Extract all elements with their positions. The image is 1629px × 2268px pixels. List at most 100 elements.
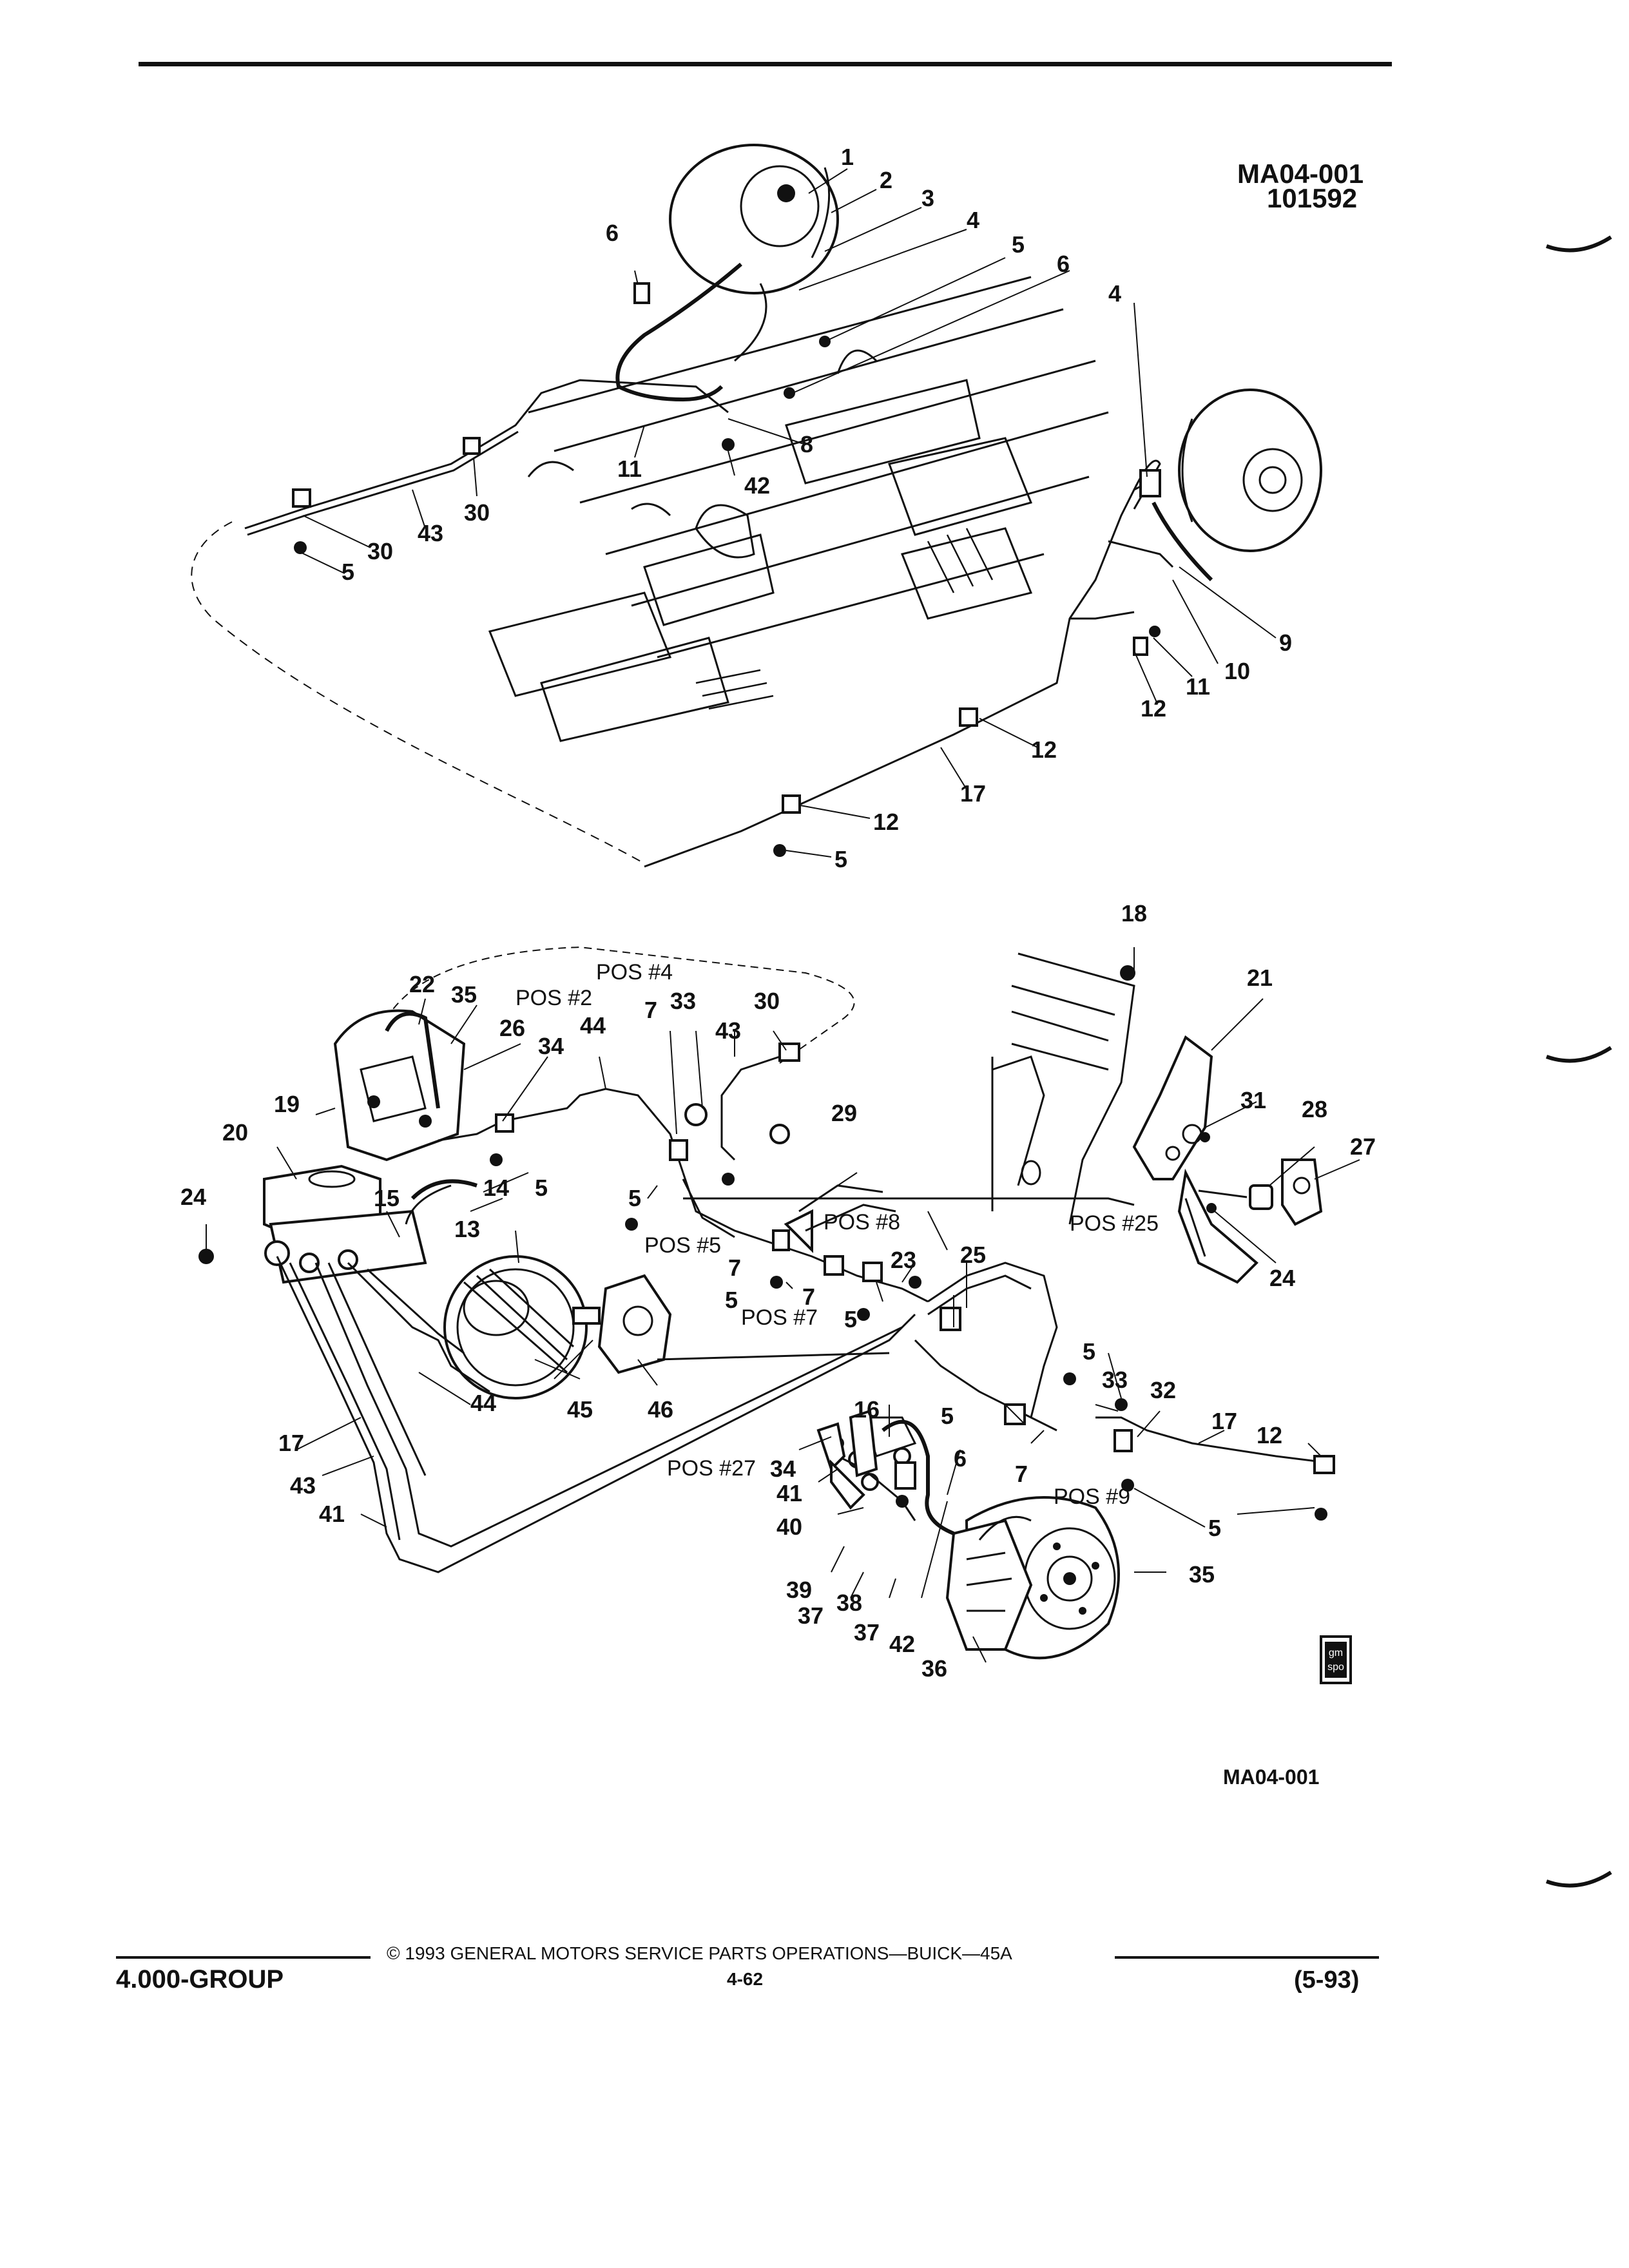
callout: 23 xyxy=(891,1247,916,1273)
callouts-rear: 1 2 3 4 5 6 6 8 11 42 30 43 30 5 4 9 10 … xyxy=(342,144,1292,872)
callout: 36 xyxy=(921,1655,947,1682)
callout: 14 xyxy=(483,1175,509,1201)
callout: 17 xyxy=(278,1430,304,1456)
right-rear-drum xyxy=(1178,389,1322,552)
pos-label: POS #5 xyxy=(644,1233,721,1258)
binding-marks xyxy=(1545,235,1612,1888)
callout: 38 xyxy=(836,1590,862,1616)
footer-rule-right xyxy=(1115,1956,1379,1959)
callout: 18 xyxy=(1121,900,1147,927)
callout: 33 xyxy=(670,988,696,1014)
footer-rule-left xyxy=(116,1956,371,1959)
callout: 44 xyxy=(580,1012,606,1039)
figure-date: 101592 xyxy=(1267,183,1358,213)
rear-floor-pan xyxy=(191,276,1109,864)
callout: 39 xyxy=(786,1577,812,1603)
callout: 40 xyxy=(776,1514,802,1540)
callout: 43 xyxy=(418,520,443,546)
callout: 41 xyxy=(319,1501,345,1527)
callout: 5 xyxy=(342,559,354,585)
callout: 6 xyxy=(606,220,619,246)
callout: 30 xyxy=(754,988,780,1014)
callout: 37 xyxy=(798,1602,824,1629)
pos-label: POS #9 xyxy=(1054,1485,1130,1509)
callout: 35 xyxy=(1189,1561,1215,1588)
callout: 17 xyxy=(960,780,986,807)
callout: 5 xyxy=(1012,231,1025,258)
callout: 12 xyxy=(873,809,899,835)
combination-valve xyxy=(333,1009,466,1162)
position-labels: POS #4 POS #2 POS #5 POS #8 POS #25 POS … xyxy=(516,960,1159,1509)
callout: 43 xyxy=(715,1017,741,1044)
callout: 42 xyxy=(889,1631,915,1657)
callout: 5 xyxy=(725,1287,738,1313)
callout: 11 xyxy=(1186,673,1210,700)
callout: 43 xyxy=(290,1472,316,1499)
front-leaders xyxy=(206,947,1360,1663)
callout: 37 xyxy=(854,1619,880,1646)
callout: 5 xyxy=(941,1403,954,1429)
dashboard-outline xyxy=(380,946,1135,1225)
callout: 5 xyxy=(834,846,847,872)
callout: 12 xyxy=(1257,1422,1282,1448)
callout: 42 xyxy=(744,472,770,499)
callout: 26 xyxy=(499,1015,525,1041)
top-rule xyxy=(139,62,1392,66)
left-rear-drum xyxy=(669,144,839,294)
rear-leaders xyxy=(301,168,1277,858)
front-caliper-rotor xyxy=(945,1496,1120,1660)
callout: 6 xyxy=(954,1445,967,1472)
page-number: 4-62 xyxy=(727,1969,764,1989)
rear-fittings xyxy=(292,282,1161,857)
callout: 7 xyxy=(802,1283,815,1310)
figure-code: MA04-001 xyxy=(1237,159,1364,189)
callout: 7 xyxy=(1015,1461,1028,1487)
pos-label: POS #2 xyxy=(516,986,592,1010)
callout: 30 xyxy=(367,538,393,564)
callout: 46 xyxy=(648,1396,673,1423)
callout: 5 xyxy=(1083,1338,1095,1365)
callout: 12 xyxy=(1031,736,1057,763)
callout: 5 xyxy=(1208,1515,1221,1541)
pos-label: POS #25 xyxy=(1070,1211,1159,1236)
callout: 31 xyxy=(1240,1087,1266,1113)
copyright-line: © 1993 GENERAL MOTORS SERVICE PARTS OPER… xyxy=(387,1943,1012,1963)
callouts-front: 18 21 31 28 27 24 22 35 26 34 44 7 33 30… xyxy=(180,900,1376,1682)
callout: 4 xyxy=(967,207,979,233)
callout: 6 xyxy=(1057,251,1070,277)
front-fittings xyxy=(490,1043,1335,1521)
callout: 17 xyxy=(1211,1408,1237,1434)
callout: 22 xyxy=(409,971,435,997)
callout: 30 xyxy=(464,499,490,526)
callout: 15 xyxy=(374,1185,400,1211)
master-cylinder xyxy=(198,1164,427,1284)
callout: 41 xyxy=(776,1480,802,1506)
rear-brake-lines xyxy=(244,262,1213,868)
pos-label: POS #7 xyxy=(741,1305,818,1330)
callout: 5 xyxy=(535,1175,548,1201)
callout: 28 xyxy=(1302,1096,1327,1122)
group-label: 4.000-GROUP xyxy=(116,1965,284,1994)
callout: 7 xyxy=(728,1254,741,1281)
callout: 34 xyxy=(770,1456,796,1482)
callout: 3 xyxy=(921,185,934,211)
badge-text-top: gm xyxy=(1329,1648,1343,1658)
callout: 19 xyxy=(274,1091,300,1117)
callout: 27 xyxy=(1350,1133,1376,1160)
callout: 33 xyxy=(1102,1367,1128,1393)
brake-pedal xyxy=(1120,965,1323,1284)
callout: 10 xyxy=(1224,658,1250,684)
callout: 4 xyxy=(1108,280,1121,307)
callout: 34 xyxy=(538,1033,564,1059)
badge-text-bottom: spo xyxy=(1327,1662,1344,1673)
front-hose-bracket xyxy=(816,1409,955,1535)
callout: 12 xyxy=(1141,695,1166,722)
bottom-figure-code: MA04-001 xyxy=(1223,1765,1320,1789)
callout: 5 xyxy=(628,1185,641,1211)
pos-label: POS #27 xyxy=(667,1456,756,1481)
callout: 29 xyxy=(831,1100,857,1126)
pos-label: POS #4 xyxy=(596,960,673,985)
callout: 32 xyxy=(1150,1377,1176,1403)
